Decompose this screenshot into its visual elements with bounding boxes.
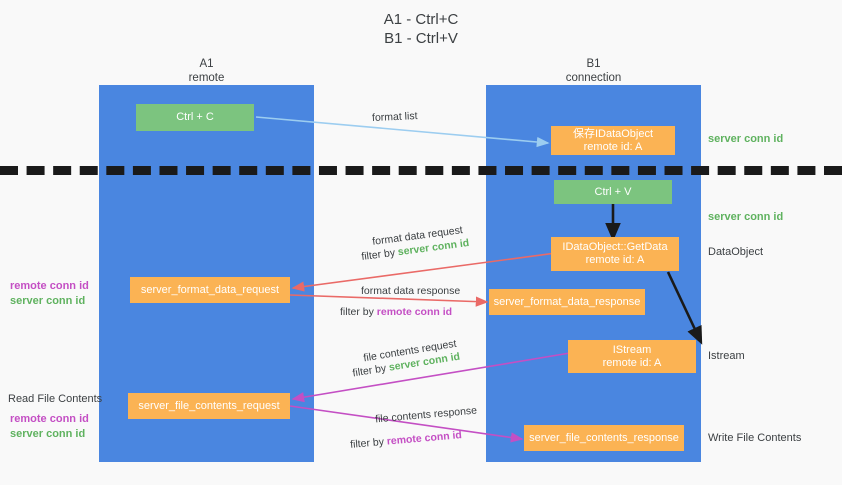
box-istream-line1: IStream [612, 343, 652, 356]
box-ctrl-c[interactable]: Ctrl + C [136, 104, 254, 131]
filter-prefix-1: filter by [360, 246, 399, 264]
label-remote-conn-id-1: remote conn id [10, 280, 89, 292]
label-format-list: format list [371, 110, 418, 124]
column-a1-sub: remote [188, 72, 225, 84]
label-server-conn-id-1: server conn id [10, 295, 86, 307]
label-read-file-contents: Read File Contents [8, 393, 103, 405]
box-server-format-data-response-label: server_format_data_response [493, 295, 641, 308]
label-write-file-contents: Write File Contents [708, 432, 802, 444]
box-save-idataobject-line1: 保存IDataObject [572, 127, 654, 140]
filter-value-remote-conn-id-1: remote conn id [376, 306, 453, 318]
column-header-a1: A1 remote [99, 57, 314, 85]
label-istream: Istream [708, 350, 745, 362]
label-server-conn-id-2: server conn id [10, 428, 86, 440]
box-getdata-line2: remote id: A [585, 254, 645, 266]
box-server-format-data-response[interactable]: server_format_data_response [489, 289, 645, 315]
dashed-separator-line [0, 166, 842, 175]
filter-prefix-2: filter by [340, 306, 377, 318]
column-a1-name: A1 [199, 58, 214, 70]
filter-value-remote-conn-id-2: remote conn id [386, 429, 463, 448]
column-b1-name: B1 [586, 58, 601, 70]
label-server-conn-id-mid: server conn id [708, 211, 784, 223]
box-server-file-contents-request[interactable]: server_file_contents_request [128, 393, 290, 419]
label-remote-conn-id-2: remote conn id [10, 413, 89, 425]
filter-prefix-4: filter by [349, 435, 388, 451]
box-ctrl-v[interactable]: Ctrl + V [554, 180, 672, 204]
column-b1-sub: connection [565, 72, 622, 84]
label-file-contents-response: file contents response [374, 404, 478, 426]
title-line-2: B1 - Ctrl+V [384, 30, 458, 47]
label-format-data-response: format data response [361, 285, 461, 297]
box-server-format-data-request-label: server_format_data_request [140, 283, 280, 296]
box-server-file-contents-response[interactable]: server_file_contents_response [524, 425, 684, 451]
title-line-1: A1 - Ctrl+C [383, 11, 459, 28]
box-istream[interactable]: IStream remote id: A [568, 340, 696, 373]
box-server-file-contents-request-label: server_file_contents_request [138, 399, 280, 412]
label-server-conn-id-top: server conn id [708, 133, 784, 145]
box-ctrl-c-label: Ctrl + C [176, 111, 214, 123]
box-getdata-line1: IDataObject::GetData [562, 241, 668, 253]
label-dataobject: DataObject [708, 246, 764, 258]
column-header-b1: B1 connection [486, 57, 701, 85]
box-idataobject-getdata[interactable]: IDataObject::GetData remote id: A [551, 237, 679, 271]
label-format-data-response-filter: filter by remote conn id [340, 305, 452, 319]
box-save-idataobject[interactable]: 保存IDataObject remote id: A [551, 126, 675, 155]
box-ctrl-v-label: Ctrl + V [594, 185, 632, 198]
box-save-idataobject-line2: remote id: A [583, 140, 643, 153]
diagram-title: A1 - Ctrl+C B1 - Ctrl+V [0, 10, 842, 48]
box-istream-line2: remote id: A [602, 356, 662, 369]
label-file-contents-response-filter: filter by remote conn id [350, 428, 463, 452]
box-server-file-contents-response-label: server_file_contents_response [529, 431, 679, 444]
filter-prefix-3: filter by [351, 361, 390, 380]
box-server-format-data-request[interactable]: server_format_data_request [130, 277, 290, 303]
